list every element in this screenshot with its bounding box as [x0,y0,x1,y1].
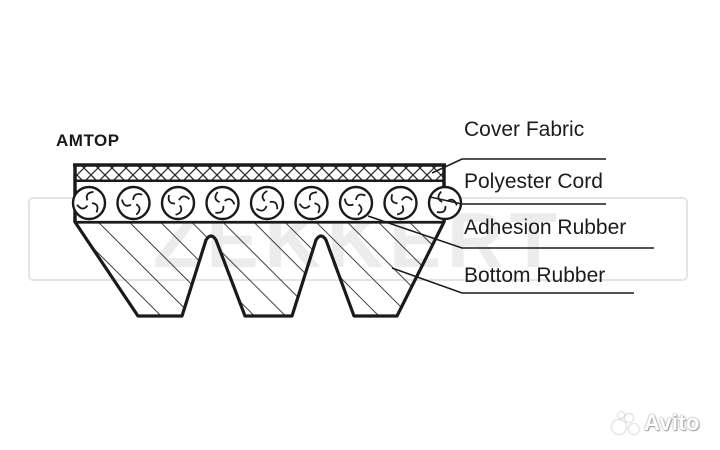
cord-strand [355,193,366,201]
cord-circle [338,185,374,221]
cord-strand [85,190,94,201]
cord-strand [437,190,443,203]
cord-strand [132,193,143,201]
cord-strand [343,198,354,207]
cord-strand [357,203,363,216]
cord-strand [269,200,279,210]
cord-strand [261,190,268,202]
cord-strand [175,204,183,216]
cord-strand [178,195,191,201]
cord-strand [314,202,321,214]
avito-watermark: Avito [612,410,700,436]
cord-strand [215,205,225,214]
cover-fabric-band [73,163,446,183]
bottom-rubber-region [73,220,446,318]
cord-strand [91,202,99,213]
adhesion-rubber-label: Adhesion Rubber [464,216,627,239]
cord-strand [255,205,268,212]
cover-fabric-label: Cover Fabric [464,118,585,141]
cord-strand [436,205,447,214]
cord-strand [76,204,89,210]
cord-strand [135,203,141,216]
cord-circle [294,185,329,221]
polyester-cord-label: Polyester Cord [464,170,603,193]
cord-circle [160,185,196,221]
cord-strand [298,203,311,209]
avito-logo-icon [612,412,640,434]
cord-circle [71,185,107,221]
cord-strand [390,194,398,205]
cord-strand [214,191,220,204]
cord-strand [396,205,405,216]
cord-strand [121,199,132,207]
leader-lines [367,158,654,294]
cord-strand [308,191,317,201]
cord-row [71,185,463,221]
cord-strand [224,198,236,205]
avito-text: Avito [644,410,700,435]
cord-strand [401,195,413,201]
cord-strand [167,194,176,205]
cord-circle [205,185,240,221]
bottom-rubber-label: Bottom Rubber [464,264,606,287]
brand-label: AMTOP [56,131,120,150]
